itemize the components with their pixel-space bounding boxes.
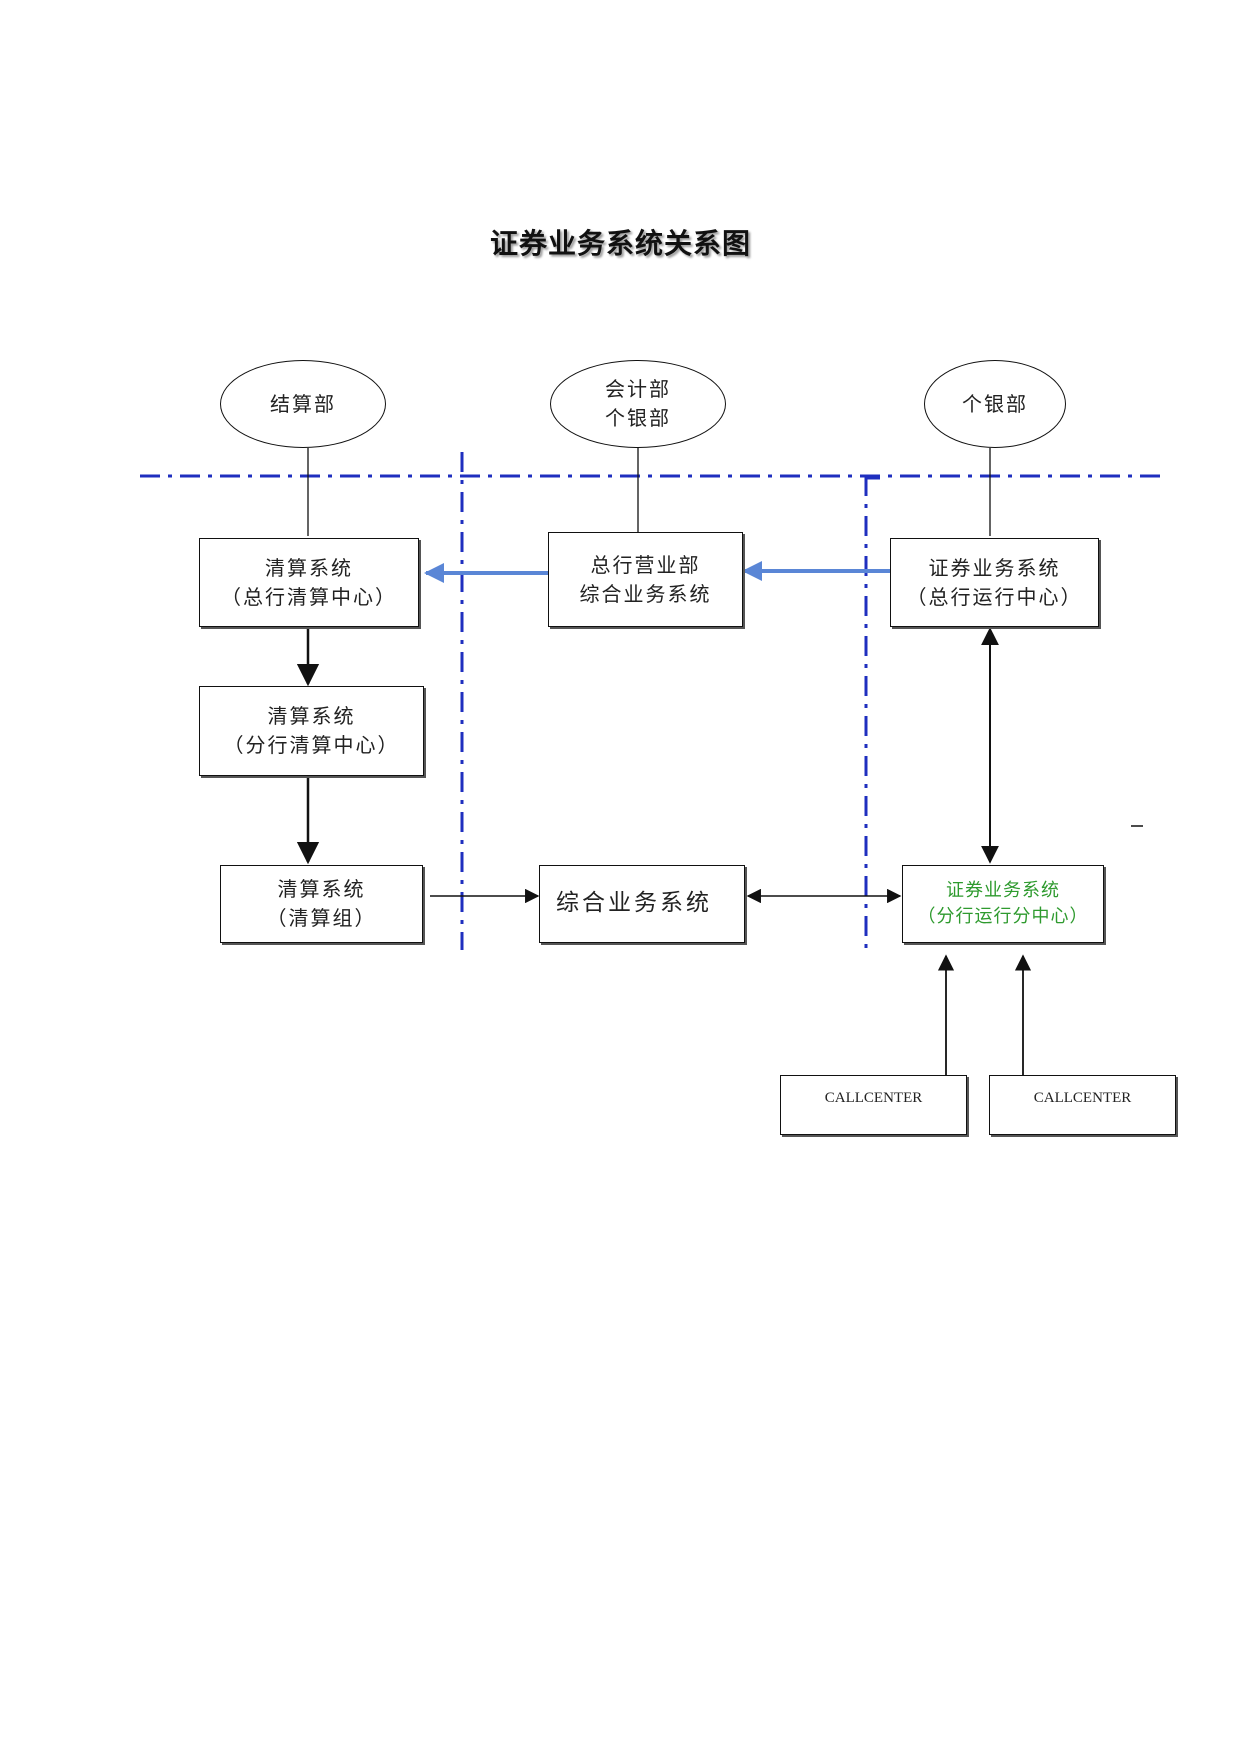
settlement-dept-label: 结算部	[270, 391, 336, 416]
clearing-hq-box: 清算系统 （总行清算中心）	[199, 538, 419, 627]
hq-business-dept-line1: 总行营业部	[590, 552, 701, 577]
integrated-business-label: 综合业务系统	[556, 890, 712, 917]
securities-branch-box: 证券业务系统 （分行运行分中心）	[902, 865, 1104, 943]
accounting-dept-label-1: 会计部	[605, 377, 671, 401]
securities-branch-line2: （分行运行分中心）	[917, 906, 1089, 927]
clearing-group-line2: （清算组）	[266, 906, 377, 930]
callcenter-box-2: CALLCENTER	[989, 1075, 1176, 1135]
securities-hq-line2: （总行运行中心）	[906, 584, 1083, 609]
hq-business-dept-line2: 综合业务系统	[579, 581, 712, 606]
clearing-branch-line2: （分行清算中心）	[223, 733, 400, 757]
diagram-title: 证券业务系统关系图	[489, 227, 751, 260]
clearing-branch-box: 清算系统 （分行清算中心）	[199, 686, 424, 776]
callcenter-label-2: CALLCENTER	[1033, 1090, 1132, 1106]
clearing-group-box: 清算系统 （清算组）	[220, 865, 423, 943]
callcenter-label-1: CALLCENTER	[824, 1090, 923, 1106]
accounting-dept-label-2: 个银部	[605, 406, 671, 430]
integrated-business-box: 综合业务系统	[539, 865, 745, 943]
securities-branch-line1: 证券业务系统	[946, 879, 1060, 901]
securities-hq-line1: 证券业务系统	[928, 555, 1061, 580]
personal-banking-dept-label: 个银部	[962, 391, 1028, 416]
settlement-dept-ellipse: 结算部	[220, 360, 386, 448]
securities-hq-box: 证券业务系统 （总行运行中心）	[890, 538, 1099, 627]
accounting-dept-ellipse: 会计部 个银部	[550, 360, 726, 448]
callcenter-box-1: CALLCENTER	[780, 1075, 967, 1135]
hq-business-dept-box: 总行营业部 综合业务系统	[548, 532, 743, 627]
clearing-branch-line1: 清算系统	[267, 704, 356, 728]
personal-banking-dept-ellipse: 个银部	[924, 360, 1066, 448]
clearing-hq-line1: 清算系统	[265, 555, 353, 580]
clearing-group-line1: 清算系统	[277, 877, 366, 901]
clearing-hq-line2: （总行清算中心）	[221, 584, 397, 609]
